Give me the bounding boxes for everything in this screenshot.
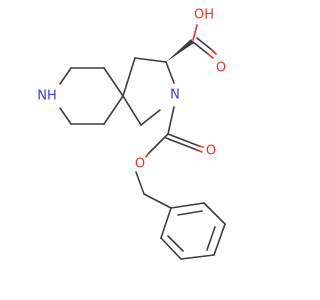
carbamate-group xyxy=(135,106,204,209)
carboxylic-acid-group xyxy=(166,24,217,62)
bond xyxy=(135,171,145,195)
bond xyxy=(192,24,198,41)
pyrrolidine-nitrogen-label: N xyxy=(170,88,180,103)
bond xyxy=(165,137,198,151)
aromatic-inner-bond xyxy=(167,235,184,252)
bond xyxy=(207,53,214,59)
structure-diagram: OH O N NH O O xyxy=(37,8,226,260)
bond xyxy=(167,106,175,135)
bond xyxy=(196,149,203,153)
bond xyxy=(160,237,182,260)
bond xyxy=(103,67,124,97)
ester-oxygen-label: O xyxy=(135,157,145,172)
phenyl-ring xyxy=(160,202,226,260)
bond xyxy=(203,202,226,225)
bond xyxy=(167,133,200,147)
hydroxyl-label: OH xyxy=(194,8,214,23)
bond xyxy=(211,49,217,55)
bond xyxy=(192,41,209,55)
bond xyxy=(134,57,167,63)
bond xyxy=(170,202,205,209)
bond xyxy=(103,95,124,125)
piperidine-ring xyxy=(59,67,124,125)
carbonyl-oxygen-label: O xyxy=(216,61,226,76)
bond xyxy=(196,37,213,51)
pyrrolidine-ring xyxy=(122,57,175,126)
aromatic-inner-bond xyxy=(177,210,203,216)
bond xyxy=(122,95,142,126)
bond xyxy=(140,109,161,126)
bond xyxy=(143,193,172,209)
bond xyxy=(213,223,226,256)
bond xyxy=(122,57,136,97)
bond xyxy=(160,207,172,239)
bond xyxy=(145,153,149,158)
bond xyxy=(198,145,204,148)
aromatic-inner-bond xyxy=(206,226,216,251)
carbamate-carbonyl-oxygen-label: O xyxy=(206,144,216,159)
piperidine-nh-label: NH xyxy=(37,89,57,104)
bond xyxy=(59,67,72,85)
bond xyxy=(165,61,175,84)
bond xyxy=(180,254,215,260)
bond xyxy=(147,133,169,155)
bond xyxy=(59,107,72,125)
stereo-wedge xyxy=(166,39,194,62)
